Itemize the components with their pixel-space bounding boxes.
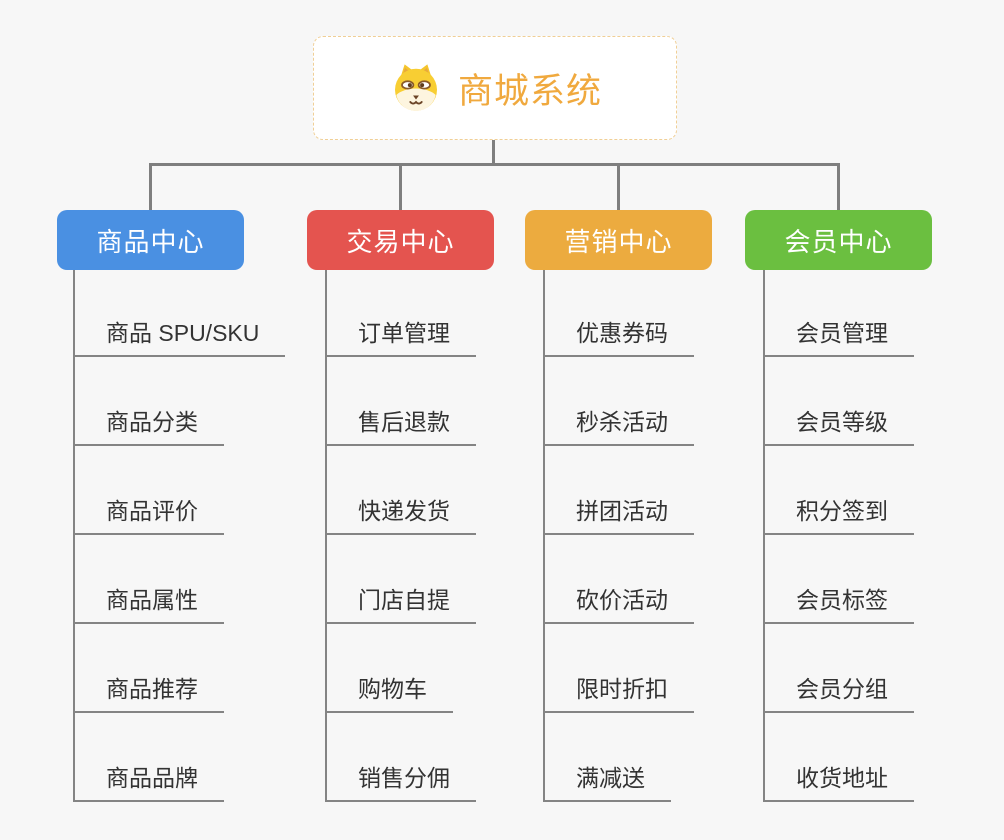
connector-root-stem <box>492 140 495 165</box>
leaf-node-product-brand[interactable]: 商品品牌 <box>73 760 224 802</box>
branch-node-trade-center[interactable]: 交易中心 <box>307 210 494 270</box>
branch-node-member-center[interactable]: 会员中心 <box>745 210 932 270</box>
leaf-node-points-checkin[interactable]: 积分签到 <box>763 493 914 535</box>
leaf-node-shipping-address[interactable]: 收货地址 <box>763 760 914 802</box>
leaf-node-product-review[interactable]: 商品评价 <box>73 493 224 535</box>
leaf-node-aftersale-refund[interactable]: 售后退款 <box>325 404 476 446</box>
leaf-node-member-tags[interactable]: 会员标签 <box>763 582 914 624</box>
connector-drop-marketing <box>617 163 620 210</box>
leaf-node-store-pickup[interactable]: 门店自提 <box>325 582 476 624</box>
leaf-node-order-management[interactable]: 订单管理 <box>325 315 476 357</box>
leaf-node-product-category[interactable]: 商品分类 <box>73 404 224 446</box>
leaf-node-coupon-code[interactable]: 优惠券码 <box>543 315 694 357</box>
leaf-node-product-spu-sku[interactable]: 商品 SPU/SKU <box>73 315 286 357</box>
leaf-node-sales-commission[interactable]: 销售分佣 <box>325 760 476 802</box>
branch-node-marketing-center[interactable]: 营销中心 <box>525 210 712 270</box>
leaf-node-spend-and-save[interactable]: 满减送 <box>543 760 671 802</box>
leaf-node-product-attribute[interactable]: 商品属性 <box>73 582 224 624</box>
leaf-node-express-delivery[interactable]: 快递发货 <box>325 493 476 535</box>
leaf-node-bargain-activity[interactable]: 砍价活动 <box>543 582 694 624</box>
leaf-node-member-management[interactable]: 会员管理 <box>763 315 914 357</box>
leaf-node-member-level[interactable]: 会员等级 <box>763 404 914 446</box>
shiba-dog-icon <box>394 64 437 111</box>
branch-trunk-line <box>543 270 545 801</box>
connector-horizontal-bus <box>149 163 840 166</box>
connector-drop-trade <box>399 163 402 210</box>
root-node-title: 商城系统 <box>457 71 602 111</box>
leaf-node-product-recommend[interactable]: 商品推荐 <box>73 671 224 713</box>
leaf-node-group-buying[interactable]: 拼团活动 <box>543 493 694 535</box>
connector-drop-products <box>149 163 152 210</box>
branch-trunk-line <box>73 270 75 801</box>
leaf-node-member-groups[interactable]: 会员分组 <box>763 671 914 713</box>
leaf-node-flash-sale[interactable]: 秒杀活动 <box>543 404 694 446</box>
leaf-node-limited-discount[interactable]: 限时折扣 <box>543 671 694 713</box>
leaf-node-shopping-cart[interactable]: 购物车 <box>325 671 453 713</box>
branch-trunk-line <box>325 270 327 801</box>
branch-trunk-line <box>763 270 765 801</box>
connector-drop-members <box>837 163 840 210</box>
branch-node-product-center[interactable]: 商品中心 <box>57 210 244 270</box>
root-node-mall-system[interactable]: 商城系统 <box>313 36 677 140</box>
